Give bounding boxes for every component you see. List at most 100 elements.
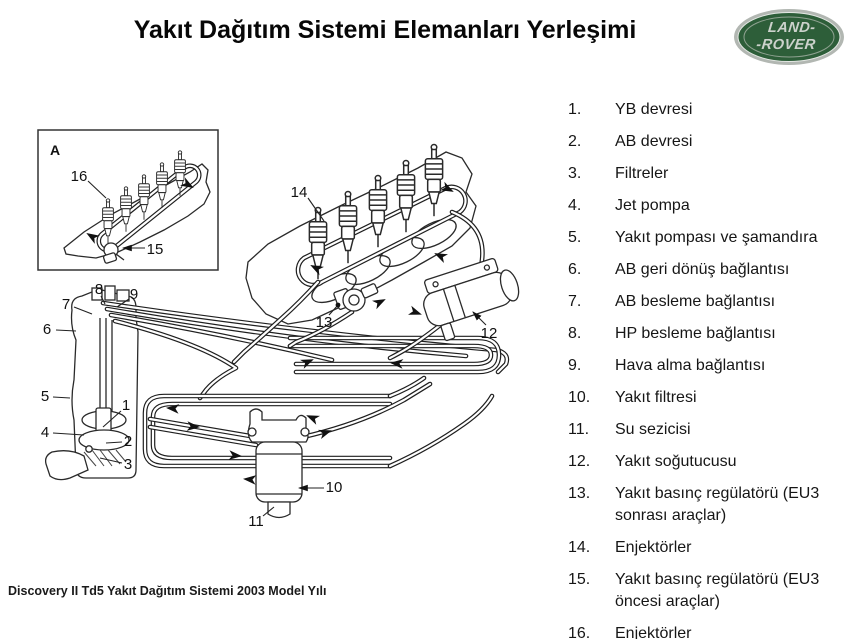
leader-line-8 [100, 295, 106, 305]
fuel-cooler [423, 257, 520, 342]
legend-item-1: 1. YB devresi [568, 99, 854, 121]
tank-filter-hatch [83, 449, 127, 467]
legend-item-16: 16. Enjektörler [568, 623, 854, 639]
legend-number: 8. [568, 325, 582, 342]
logo-text-land: LAND- [767, 20, 816, 36]
callout-8: 8 [95, 281, 103, 298]
callout-1: 1 [122, 397, 130, 414]
legend-number: 15. [568, 571, 591, 588]
legend-item-15: 15. Yakıt basınç regülatörü (EU3 öncesi a… [568, 569, 854, 613]
legend-number: 2. [568, 133, 582, 150]
callout-4: 4 [41, 424, 49, 441]
legend-item-3: 3.Filtreler [568, 163, 854, 185]
legend-number: 12. [568, 453, 591, 470]
legend-number: 16. [568, 625, 591, 639]
flow-arrow [372, 294, 388, 310]
legend-number: 7. [568, 293, 582, 310]
leader-line-2 [105, 441, 123, 444]
legend-number: 9. [568, 357, 582, 374]
legend-label: AB besleme bağlantısı [615, 293, 776, 310]
page-title: Yakıt Dağıtım Sistemi Elemanları Yerleşi… [133, 16, 637, 44]
callout-3: 3 [124, 456, 132, 473]
inset-box: A [37, 129, 219, 271]
legend-label: Filtreler [615, 165, 669, 182]
legend-label: Jet pompa [615, 197, 690, 214]
logo-oval [737, 12, 841, 62]
leader-line-16 [87, 180, 107, 199]
land-rover-logo: LAND- -ROVER [732, 7, 846, 67]
legend-label: Yakıt filtresi [615, 389, 697, 406]
callout-10: 10 [326, 479, 343, 496]
legend-item-14: 14. Enjektörler [568, 537, 854, 559]
leader-line-5 [52, 396, 71, 399]
legend-number: 5. [568, 229, 582, 246]
leader-line-3 [99, 457, 123, 464]
legend-number: 14. [568, 539, 591, 556]
inset-regulator [102, 242, 125, 264]
legend-item-8: 8. HP besleme bağlantısı [568, 323, 854, 345]
callout-11: 11 [248, 513, 264, 530]
legend-item-10: 10. Yakıt filtresi [568, 387, 854, 409]
filter-canister [255, 441, 303, 503]
leader-line-14 [307, 197, 325, 222]
legend-label: Su sezicisi [615, 421, 691, 438]
legend-item-11: 11. Su sezicisi [568, 419, 854, 441]
leader-line-11 [262, 506, 275, 517]
callout-16: 16 [71, 168, 88, 185]
leader-line-12 [472, 311, 487, 326]
legend-number: 6. [568, 261, 582, 278]
legend-item-7: 7. AB besleme bağlantısı [568, 291, 854, 313]
tank-foot-bracket [44, 450, 89, 481]
legend-item-2: 2. AB devresi [568, 131, 854, 153]
fuel-tank-pump [44, 285, 139, 481]
legend-number: 4. [568, 197, 582, 214]
fuel-filter [247, 408, 310, 519]
legend-label: Yakıt soğutucusu [615, 453, 737, 470]
legend-number: 10. [568, 389, 591, 406]
callout-6: 6 [43, 321, 51, 338]
legend-label: AB devresi [615, 133, 693, 150]
logo-text-rover: -ROVER [756, 37, 817, 53]
leader-line-1 [102, 410, 122, 428]
callout-15: 15 [147, 241, 164, 258]
flow-arrow [242, 474, 257, 485]
legend-label: Yakıt basınç regülatörü (EU3 sonrası ara… [615, 485, 820, 524]
legend-number: 13. [568, 485, 591, 502]
leader-line-9 [116, 298, 130, 308]
legend-label: YB devresi [615, 101, 693, 118]
legend-number: 11. [568, 421, 590, 438]
logo-inner-ring [743, 16, 835, 58]
legend-item-12: 12. Yakıt soğutucusu [568, 451, 854, 473]
callout-12: 12 [481, 325, 498, 342]
callout-13: 13 [316, 314, 333, 331]
callout-14: 14 [291, 184, 308, 201]
legend-label: Hava alma bağlantısı [615, 357, 766, 374]
legend-item-6: 6. AB geri dönüş bağlantısı [568, 259, 854, 281]
legend-item-13: 13. Yakıt basınç regülatörü (EU3 sonrası … [568, 483, 854, 527]
legend-label: Yakıt pompası ve şamandıra [615, 229, 818, 246]
callout-9: 9 [130, 286, 138, 303]
leader-line-6 [55, 329, 77, 332]
callout-5: 5 [41, 388, 49, 405]
footer-caption: Discovery II Td5 Yakıt Dağıtım Sistemi 2… [8, 584, 327, 598]
legend: 1. YB devresi 2. AB devresi 3.Filtreler 4.… [528, 99, 854, 639]
header: Yakıt Dağıtım Sistemi Elemanları Yerleşi… [0, 16, 770, 45]
water-sensor [267, 501, 291, 519]
legend-label: AB geri dönüş bağlantısı [615, 261, 790, 278]
legend-item-4: 4. Jet pompa [568, 195, 854, 217]
legend-number: 1. [568, 101, 582, 118]
leader-line-4 [52, 432, 85, 436]
legend-item-9: 9. Hava alma bağlantısı [568, 355, 854, 377]
leader-dot-13 [335, 302, 341, 308]
callout-2: 2 [124, 433, 132, 450]
flow-arrow [408, 305, 424, 320]
legend-label: Enjektörler [615, 625, 692, 639]
legend-label: Enjektörler [615, 539, 692, 556]
legend-label: Yakıt basınç regülatörü (EU3 öncesi araç… [615, 571, 820, 610]
legend-label: HP besleme bağlantısı [615, 325, 776, 342]
inset-label: A [50, 142, 60, 158]
leader-line-7 [73, 306, 93, 315]
